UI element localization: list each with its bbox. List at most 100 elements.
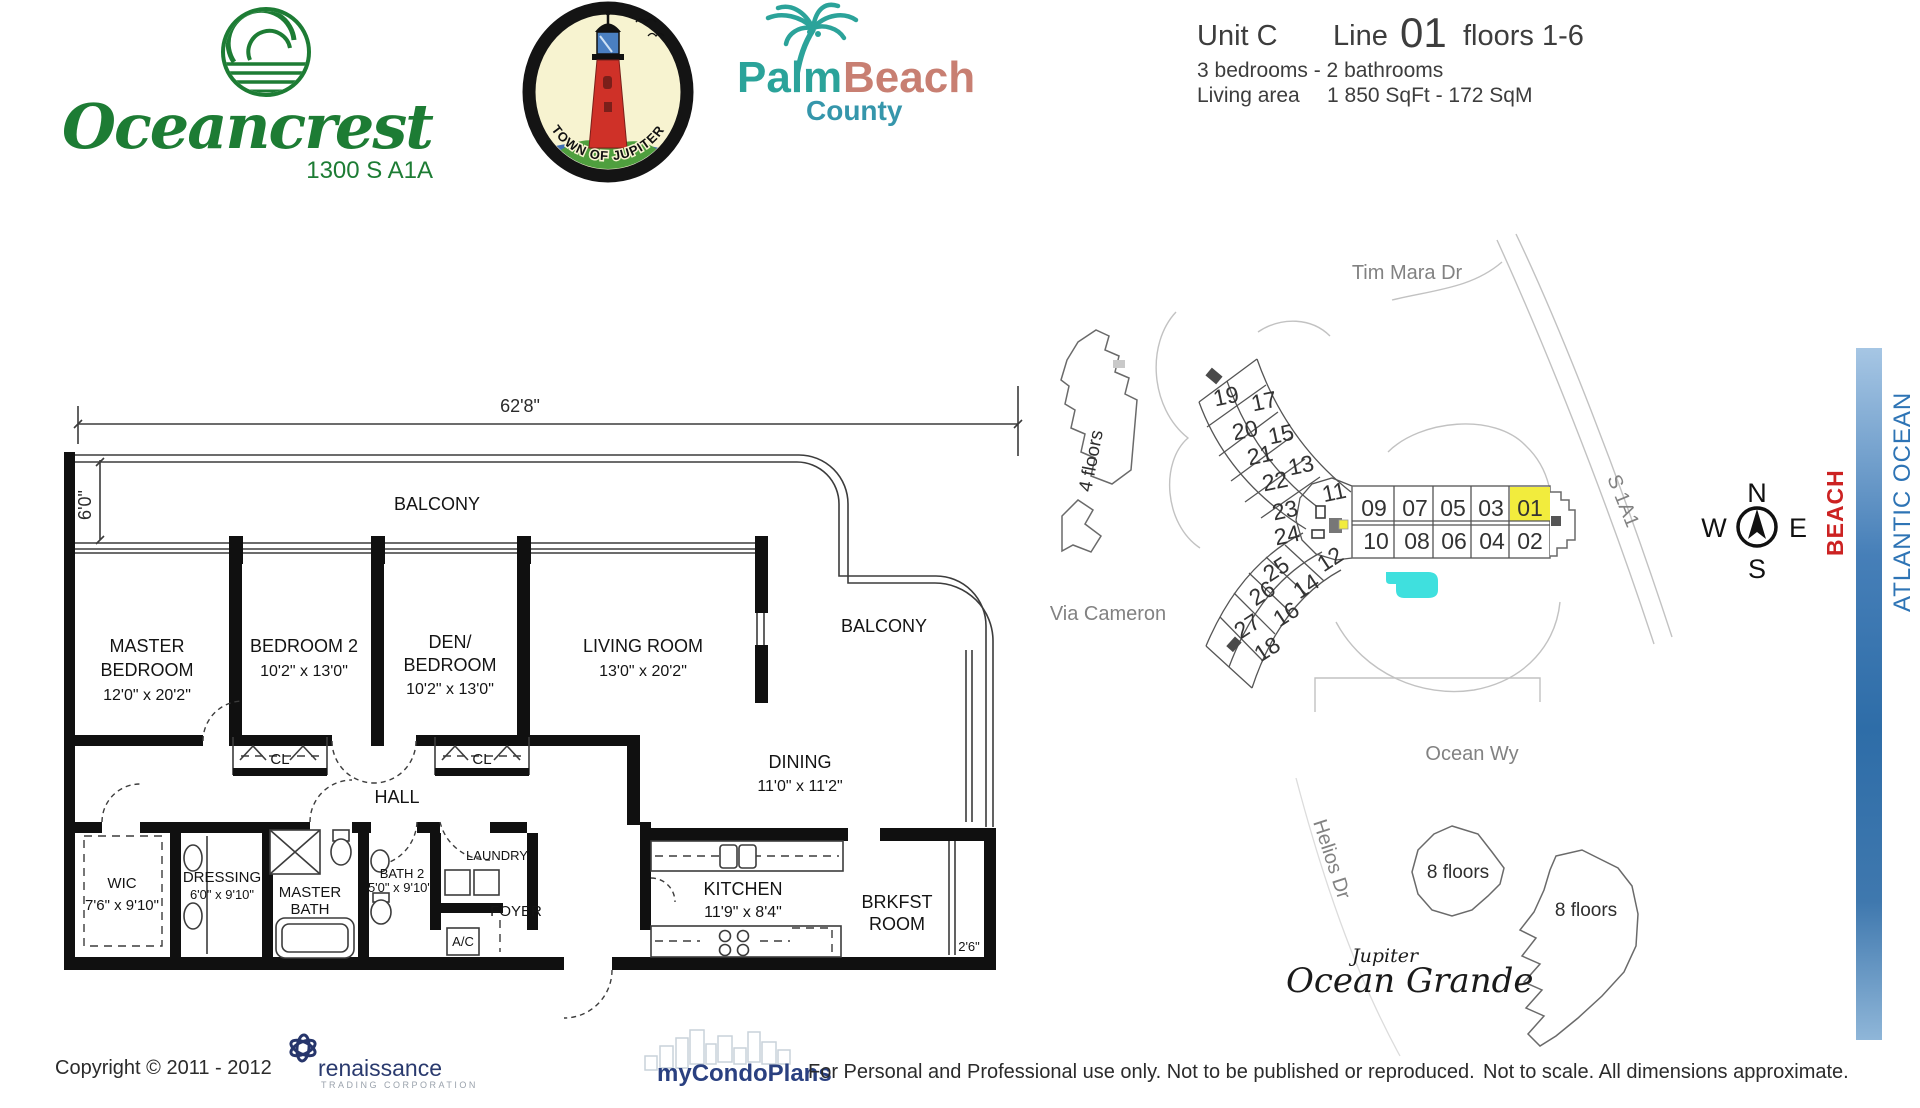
kitchen-sink-icon — [738, 844, 757, 869]
jupiter-script: Jupiter — [1348, 945, 1420, 967]
mycondoplans-name: myCondoPlans — [657, 1060, 832, 1087]
compass-s: S — [1748, 554, 1766, 584]
svg-text:BEDROOM: BEDROOM — [403, 655, 496, 675]
unit-09[interactable]: 09 — [1361, 495, 1387, 521]
west-wing-unit-numbers: 19 17 20 15 21 13 22 11 23 24 25 12 26 1… — [1211, 381, 1349, 667]
master-label: MASTER — [109, 636, 184, 656]
stove-burner-icon — [718, 929, 732, 943]
svg-text:6'0" x 9'10": 6'0" x 9'10" — [190, 887, 254, 902]
unit-12[interactable]: 12 — [1312, 541, 1348, 577]
unit-07[interactable]: 07 — [1402, 495, 1428, 521]
county-text: County — [806, 95, 903, 126]
unit-22[interactable]: 22 — [1260, 466, 1290, 497]
unit-06[interactable]: 06 — [1441, 528, 1467, 554]
balcony-right-label: BALCONY — [841, 616, 927, 636]
bird-icon — [647, 32, 665, 38]
dining-label: DINING — [769, 752, 832, 772]
right-wall — [984, 828, 996, 970]
svg-text:13'0" x 20'2": 13'0" x 20'2" — [599, 663, 687, 680]
balcony-dim-label: 6'0" — [75, 490, 95, 520]
hall-dining-divider — [627, 735, 640, 825]
living-label: LIVING ROOM — [583, 636, 703, 656]
unit-23[interactable]: 23 — [1270, 495, 1300, 526]
mycondoplans-logo: myCondoPlans — [644, 1029, 832, 1087]
s1a1-road — [1496, 239, 1655, 645]
sw-entry-icon — [1226, 636, 1242, 653]
street-via-cameron: Via Cameron — [1050, 603, 1166, 625]
width-dim-label: 62'8" — [500, 396, 540, 416]
unit-03[interactable]: 03 — [1478, 495, 1504, 521]
svg-text:ROOM: ROOM — [869, 914, 925, 934]
left-wall — [64, 452, 75, 970]
unit-20[interactable]: 20 — [1230, 415, 1260, 446]
line-label: Line — [1333, 20, 1388, 52]
line-number: 01 — [1400, 9, 1447, 56]
landscape-lines — [1155, 233, 1673, 1057]
svg-text:10'2" x 13'0": 10'2" x 13'0" — [260, 663, 348, 680]
trefoil-icon — [289, 1033, 317, 1063]
den-label: DEN/ — [428, 632, 471, 652]
compass-w: W — [1701, 513, 1727, 543]
unit-01-highlight[interactable] — [1510, 487, 1550, 521]
door-arcs — [101, 700, 676, 1019]
toilet-icon — [330, 838, 352, 866]
stove-burner-icon — [736, 943, 750, 957]
unit-17[interactable]: 17 — [1249, 386, 1279, 417]
closet-right-label: CL — [472, 751, 491, 768]
unit-05[interactable]: 05 — [1440, 495, 1466, 521]
header: Oceancrest 1300 S A1A TOWN OF JUPITER — [62, 1, 1584, 184]
unit-13[interactable]: 13 — [1286, 450, 1316, 481]
master-bath-label: MASTER — [279, 884, 342, 901]
hall-label: HALL — [374, 787, 419, 807]
room-labels: BALCONY BALCONY MASTER BEDROOM 12'0" x 2… — [85, 494, 980, 954]
closet-left: CL — [232, 737, 328, 776]
lighthouse-dome — [595, 23, 621, 32]
unit-01[interactable]: 01 — [1517, 495, 1543, 521]
east-wing-unit-numbers: 09 07 05 03 01 10 08 06 04 02 — [1361, 495, 1543, 554]
fridge-dashes — [792, 927, 833, 955]
unit-10[interactable]: 10 — [1363, 528, 1389, 554]
unit-14[interactable]: 14 — [1288, 568, 1324, 604]
unit-21[interactable]: 21 — [1245, 440, 1275, 471]
balcony-inner-rail — [75, 461, 987, 827]
ac-label: A/C — [452, 934, 474, 949]
kitchen-top-wall — [651, 828, 848, 841]
dressing-label: DRESSING — [183, 869, 261, 886]
unit-label: Unit C — [1197, 20, 1278, 52]
oceancrest-wordmark: Oceancrest — [62, 90, 434, 163]
balcony-top-label: BALCONY — [394, 494, 480, 514]
disclaimer-text: For Personal and Professional use only. … — [808, 1061, 1475, 1083]
svg-text:12'0" x 20'2": 12'0" x 20'2" — [103, 687, 191, 704]
footer: Copyright © 2011 - 2012 renaissance TRAD… — [55, 1029, 1849, 1090]
unit-19[interactable]: 19 — [1211, 381, 1241, 412]
east-entry-icon — [1551, 516, 1561, 526]
kitchen-sink-icon — [719, 844, 738, 869]
unit-08[interactable]: 08 — [1404, 528, 1430, 554]
unit-11[interactable]: 11 — [1320, 477, 1349, 507]
stove-burner-icon — [718, 943, 732, 957]
svg-text:BATH: BATH — [291, 901, 330, 918]
unit-15[interactable]: 15 — [1266, 419, 1296, 450]
condo-building — [1198, 358, 1576, 689]
unit-04[interactable]: 04 — [1479, 528, 1505, 554]
sink-icon — [183, 844, 203, 872]
palm-text: Palm — [737, 53, 842, 102]
street-tim-mara: Tim Mara Dr — [1352, 262, 1463, 284]
oceancrest-logo-icon — [221, 7, 311, 97]
unit-16[interactable]: 16 — [1268, 596, 1304, 632]
sink-icon — [183, 902, 203, 930]
palm-beach-county-logo: Palm Beach County — [737, 2, 975, 126]
unit-24[interactable]: 24 — [1272, 520, 1303, 551]
east-vestibule — [1550, 491, 1576, 557]
lighthouse-lamp — [596, 31, 620, 55]
bird-icon — [635, 18, 657, 24]
eight-floors-a-label: 8 floors — [1427, 862, 1489, 883]
renaissance-name: renaissance — [318, 1055, 442, 1081]
bottom-wall-right — [612, 957, 996, 970]
wic-closet-dashes — [83, 835, 163, 947]
compass-icon: N S W E — [1701, 478, 1807, 584]
building-4-floors: 4 floors — [1060, 329, 1138, 553]
eight-floors-b-label: 8 floors — [1555, 900, 1617, 921]
unit-02[interactable]: 02 — [1517, 528, 1543, 554]
